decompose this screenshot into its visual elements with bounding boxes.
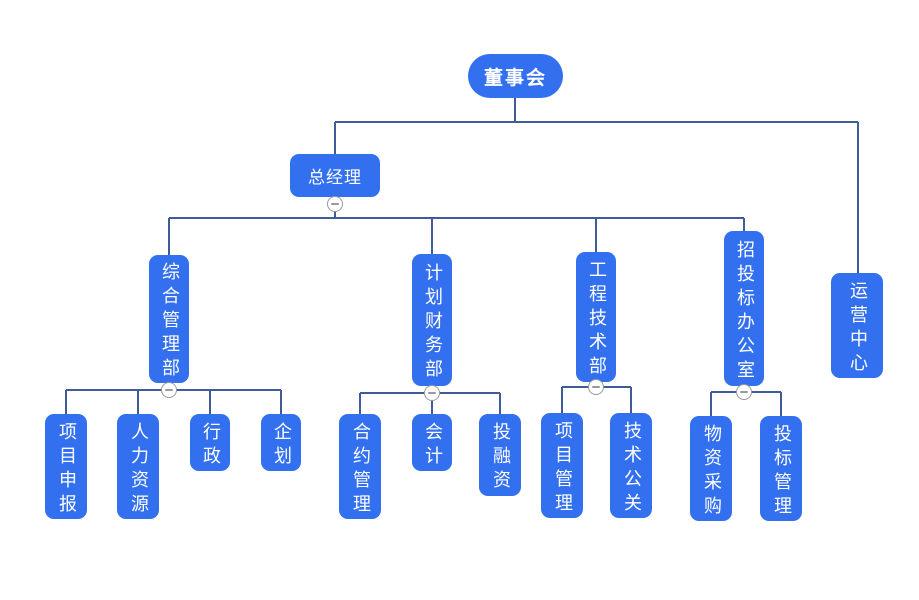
org-node-investment-financing[interactable]: 投融资 [479,414,521,496]
connector-general-manager [168,197,745,255]
node-label: 物资采购 [701,423,722,520]
node-label: 会计 [422,421,443,470]
collapse-button-engineering-dept[interactable] [588,379,604,395]
org-node-general-admin-dept[interactable]: 综合管理部 [149,255,189,383]
org-node-engineering-dept[interactable]: 工程技术部 [576,252,616,382]
org-node-contract-management[interactable]: 合约管理 [339,414,381,519]
node-label: 投标管理 [771,423,792,520]
org-node-accounting[interactable]: 会计 [412,414,452,471]
node-label: 董事会 [483,66,547,89]
org-node-technical-relations[interactable]: 技术公关 [610,413,652,518]
minus-icon [428,392,436,394]
node-label: 人力资源 [128,421,149,518]
node-label: 工程技术部 [586,260,607,380]
collapse-button-bidding-office[interactable] [736,384,752,400]
org-node-planning-finance-dept[interactable]: 计划财务部 [412,254,452,386]
node-label: 综合管理部 [159,262,180,382]
org-node-bid-management[interactable]: 投标管理 [760,416,802,521]
node-label: 总经理 [308,168,362,188]
node-label: 行政 [200,421,221,470]
node-label: 企划 [271,421,292,470]
org-node-corporate-planning[interactable]: 企划 [261,414,301,471]
node-label: 计划财务部 [422,263,443,383]
org-node-project-management[interactable]: 项目管理 [541,413,583,518]
org-node-human-resources[interactable]: 人力资源 [117,414,159,519]
minus-icon [740,391,748,393]
org-node-board-of-directors[interactable]: 董事会 [468,54,563,98]
connector-root [334,98,859,273]
node-label: 投融资 [490,422,511,494]
node-label: 项目管理 [552,420,573,517]
org-node-bidding-office[interactable]: 招投标办公室 [724,231,764,386]
minus-icon [592,386,600,388]
node-label: 项目申报 [56,421,77,518]
collapse-button-planning-finance-dept[interactable] [424,385,440,401]
collapse-button-general-manager[interactable] [327,196,343,212]
org-node-general-manager[interactable]: 总经理 [290,154,380,197]
minus-icon [165,389,173,391]
org-node-operations-center[interactable]: 运营中心 [831,273,883,378]
org-node-administration[interactable]: 行政 [190,414,230,471]
org-node-material-procurement[interactable]: 物资采购 [690,416,732,521]
node-label: 合约管理 [350,421,371,518]
node-label: 招投标办公室 [734,239,755,384]
collapse-button-general-admin-dept[interactable] [161,382,177,398]
minus-icon [331,203,339,205]
node-label: 运营中心 [847,280,868,377]
node-label: 技术公关 [621,420,642,517]
org-node-project-declaration[interactable]: 项目申报 [45,414,87,519]
